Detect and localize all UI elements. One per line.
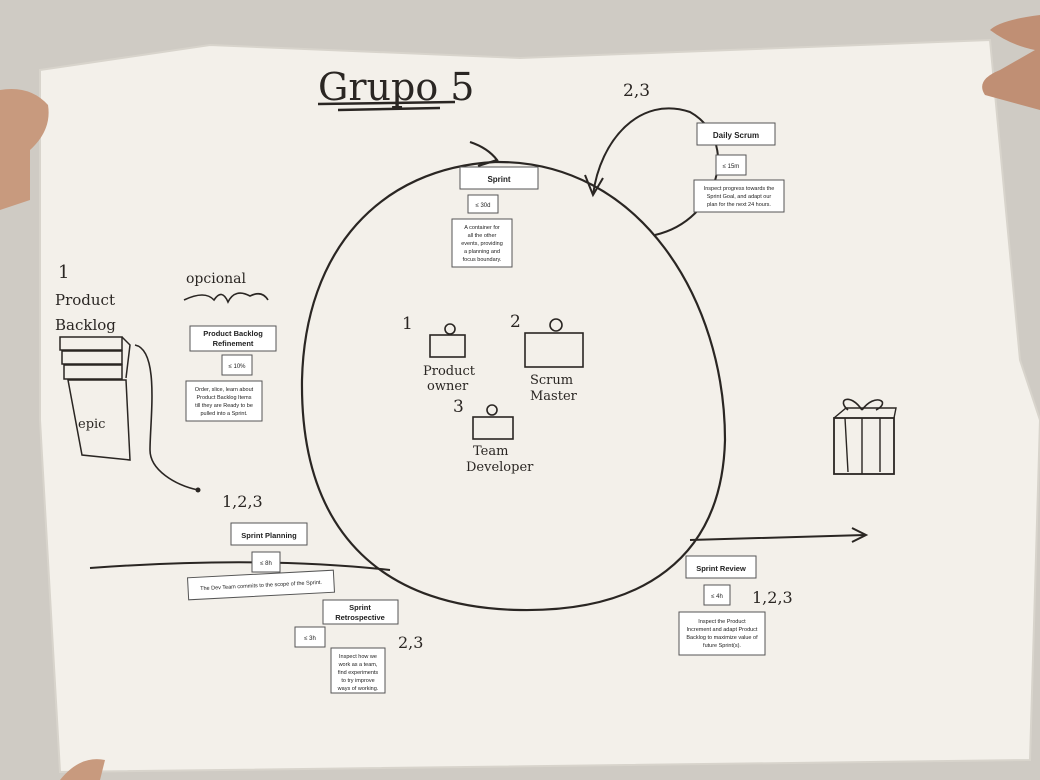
planning-roles: 1,2,3 (222, 492, 263, 511)
left-hand (0, 89, 49, 210)
card-title: Daily Scrum (713, 131, 759, 140)
backlog-label-line2: Backlog (55, 316, 116, 334)
card-desc-line: events, providing (461, 241, 503, 247)
card-sprint: Sprint ≤ 30d A container for all the oth… (451, 166, 539, 268)
card-desc-line: Sprint Goal, and adapt our (707, 194, 772, 200)
backlog-connector-dot (195, 487, 201, 493)
card-desc-line: Product Backlog Items (196, 395, 251, 401)
daily-scrum-roles: 2,3 (623, 81, 650, 101)
timeline-arrowhead (851, 527, 869, 543)
card-title-line1: Product Backlog (203, 329, 263, 338)
card-desc-line: Increment and adapt Product (687, 627, 758, 633)
sprint-arrow-head (469, 140, 499, 168)
card-desc-line: all the other (468, 233, 497, 239)
card-desc-line: plan for the next 24 hours. (707, 202, 771, 208)
card-desc-line: find experiments (338, 670, 379, 676)
card-timebox: ≤ 10% (229, 364, 247, 370)
backlog-number: 1 (58, 262, 69, 283)
card-desc-line: Backlog to maximize value of (686, 635, 758, 641)
card-desc-line: Inspect how we (339, 654, 377, 660)
epic-label: epic (78, 417, 105, 432)
card-title: Sprint Review (696, 564, 746, 573)
card-desc-line: to try improve (341, 678, 374, 684)
optional-label: opcional (186, 271, 247, 287)
card-timebox: ≤ 30d (476, 203, 491, 209)
card-daily-scrum: Daily Scrum ≤ 15m Inspect progress towar… (693, 122, 785, 213)
role-scrum-master: 2 Scrum Master (510, 312, 584, 404)
role-product-owner: 1 Product owner (402, 314, 476, 394)
role-name-line1: Team (473, 444, 508, 459)
card-timebox: ≤ 8h (260, 561, 272, 567)
card-sprint-review: Sprint Review ≤ 4h Inspect the Product I… (678, 555, 766, 656)
card-desc-line: till they are Ready to be (195, 403, 253, 409)
card-desc-line: Inspect the Product (698, 619, 746, 625)
card-desc-line: Order, slice, learn about (195, 387, 254, 393)
role-name-line2: Developer (466, 460, 534, 475)
card-title-line2: Retrospective (335, 613, 385, 622)
right-hand (982, 15, 1040, 110)
card-sprint-retrospective: Sprint Retrospective ≤ 3h Inspect how we… (294, 599, 399, 694)
card-desc-line: pulled into a Sprint. (200, 411, 248, 417)
role-name-line2: owner (427, 379, 469, 394)
card-title: Sprint Planning (241, 531, 297, 540)
timeline-line (89, 534, 866, 571)
retrospective-roles: 2,3 (398, 633, 423, 652)
role-number: 1 (402, 314, 413, 334)
card-title-line2: Refinement (213, 339, 254, 348)
role-number: 2 (510, 312, 521, 332)
card-refinement: Product Backlog Refinement ≤ 10% Order, … (185, 325, 277, 422)
sprint-cycle-circle (300, 160, 727, 612)
gift-increment-drawing (833, 398, 897, 475)
card-timebox: ≤ 15m (723, 164, 740, 170)
card-desc-line: ways of working. (337, 686, 379, 692)
role-team-developer: 3 Team Developer (453, 397, 534, 475)
card-desc-line: focus boundary. (463, 257, 502, 263)
optional-brace (183, 292, 269, 304)
card-timebox: ≤ 4h (711, 594, 723, 600)
role-name-line1: Scrum (530, 373, 573, 388)
daily-loop-arrowhead (584, 174, 604, 198)
title-underline (317, 100, 456, 112)
card-desc-line: Inspect progress towards the (704, 186, 775, 192)
role-name-line2: Master (530, 389, 578, 404)
card-title-line1: Sprint (349, 603, 371, 612)
card-sprint-planning: Sprint Planning ≤ 8h The Dev Team commit… (186, 522, 336, 601)
role-number: 3 (453, 397, 464, 417)
role-name-line1: Product (423, 364, 476, 379)
card-timebox: ≤ 3h (304, 636, 316, 642)
backlog-stack-drawing (59, 336, 131, 461)
review-roles: 1,2,3 (752, 588, 793, 607)
card-desc-line: work as a team, (338, 662, 378, 668)
backlog-label-line1: Product (55, 291, 115, 309)
card-desc-line: A container for (464, 225, 500, 231)
bottom-hand (60, 759, 105, 780)
card-desc-line: future Sprint(s). (703, 643, 741, 649)
backlog-connector (134, 344, 199, 491)
card-title: Sprint (487, 175, 510, 184)
card-desc-line: a planning and (464, 249, 500, 255)
